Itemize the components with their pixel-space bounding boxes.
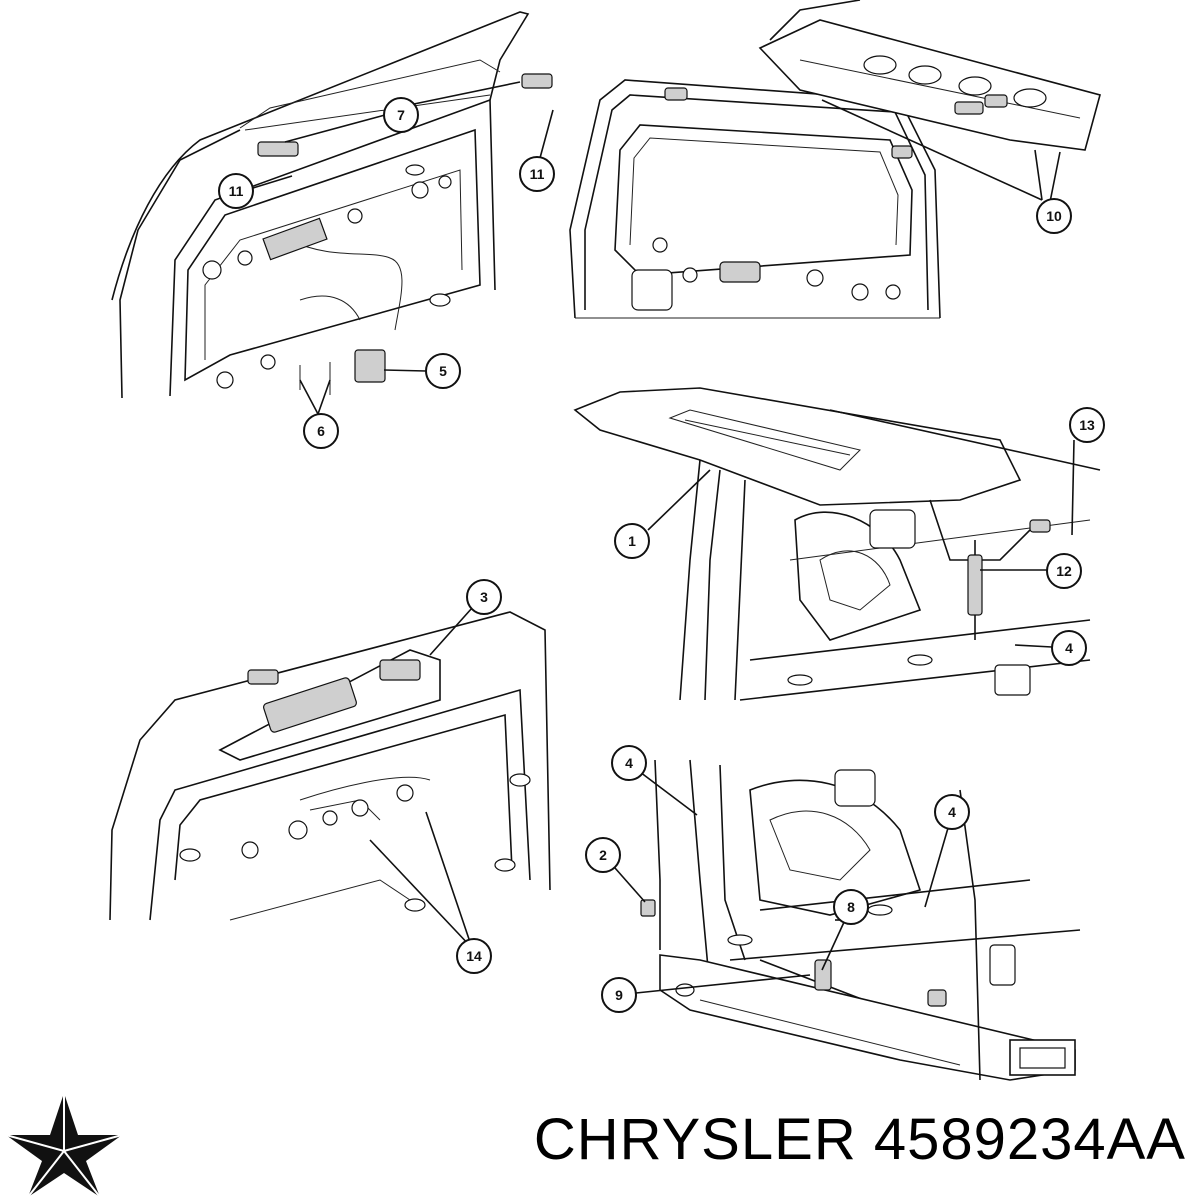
- part-number: 4589234AA: [873, 1107, 1186, 1172]
- callout-6: 6: [303, 413, 339, 449]
- svg-text:11: 11: [229, 183, 244, 199]
- svg-text:3: 3: [480, 589, 488, 605]
- svg-text:8: 8: [847, 899, 855, 915]
- callout-14: 14: [456, 938, 492, 974]
- brand-name: CHRYSLER: [533, 1107, 857, 1172]
- svg-text:11: 11: [530, 166, 545, 182]
- leader-lines: [252, 81, 1075, 994]
- svg-text:6: 6: [317, 423, 325, 439]
- callout-4-lower-left: 4: [611, 745, 647, 781]
- callout-13: 13: [1069, 407, 1105, 443]
- callout-2: 2: [585, 837, 621, 873]
- callout-12: 12: [1046, 553, 1082, 589]
- callout-4-lower-right: 4: [934, 794, 970, 830]
- callout-8: 8: [833, 889, 869, 925]
- svg-text:9: 9: [615, 987, 623, 1003]
- liftgate-inner-view-top-left: [111, 11, 553, 399]
- callout-10: 10: [1036, 198, 1072, 234]
- svg-text:2: 2: [599, 847, 607, 863]
- svg-text:10: 10: [1046, 208, 1062, 224]
- liftgate-lower-inner-view: [109, 611, 551, 921]
- svg-text:12: 12: [1056, 563, 1072, 579]
- callout-7: 7: [383, 97, 419, 133]
- callout-11-right: 11: [519, 156, 555, 192]
- callout-9: 9: [601, 977, 637, 1013]
- cargo-area-open-liftgate-view: [573, 387, 1101, 701]
- svg-text:4: 4: [948, 804, 956, 820]
- svg-text:1: 1: [628, 533, 636, 549]
- cargo-floor-view: [640, 759, 1081, 1081]
- callout-3: 3: [466, 579, 502, 615]
- svg-text:14: 14: [466, 948, 482, 964]
- svg-text:4: 4: [1065, 640, 1073, 656]
- svg-text:4: 4: [625, 755, 633, 771]
- callout-4-mid: 4: [1051, 630, 1087, 666]
- chrysler-pentastar-logo: [0, 1085, 128, 1200]
- svg-text:5: 5: [439, 363, 447, 379]
- liftgate-glass-view-top-right: [569, 0, 1101, 319]
- svg-text:13: 13: [1079, 417, 1095, 433]
- callout-5: 5: [425, 353, 461, 389]
- part-number-label: CHRYSLER 4589234AA: [486, 1106, 1186, 1173]
- callout-1: 1: [614, 523, 650, 559]
- callout-11-left: 11: [218, 173, 254, 209]
- svg-text:7: 7: [397, 107, 405, 123]
